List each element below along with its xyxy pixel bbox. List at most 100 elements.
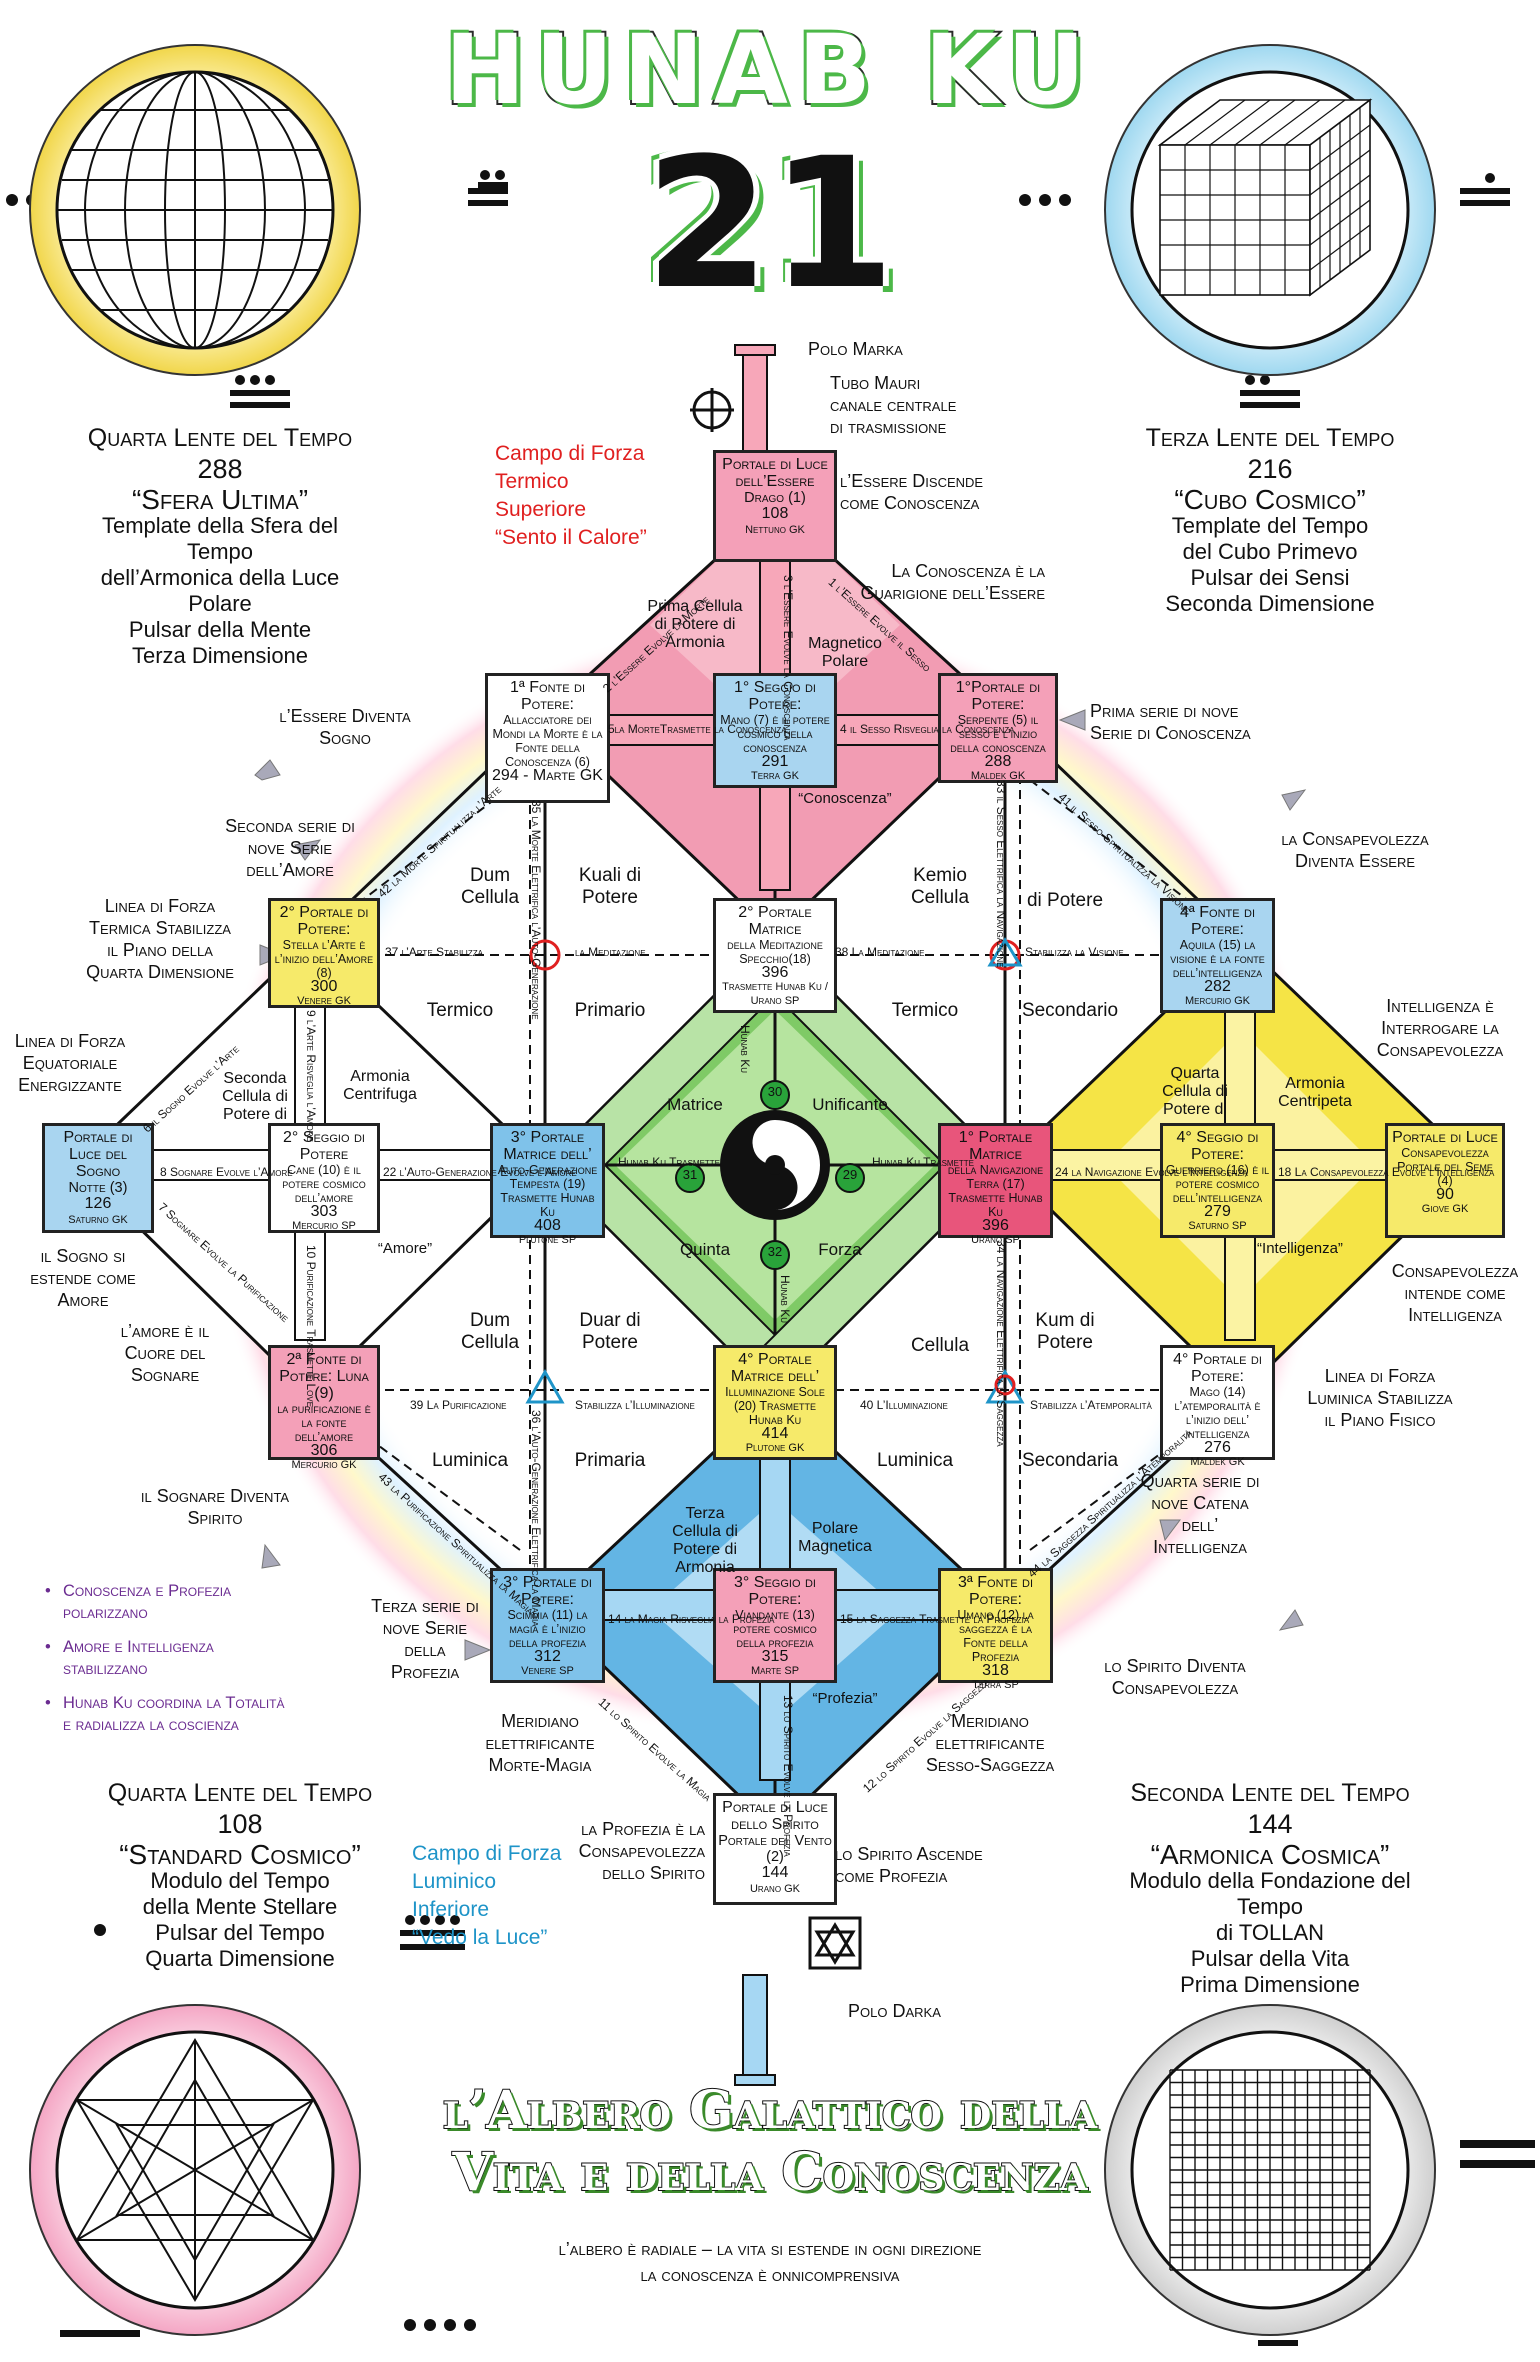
node-number: 144: [761, 1864, 789, 1881]
node-title: Portale di Luce dell’Essere: [722, 456, 828, 490]
quadrant-kemio: Kemio Cellula: [910, 865, 970, 908]
node-portale-matrice-4: 4° Portale Matrice dell’ Illuminazione S…: [713, 1345, 837, 1460]
lens-line: Modulo della Fondazione del Tempo: [1129, 1868, 1411, 1919]
lens-line: Template del Tempo: [1171, 513, 1369, 538]
note-linea-termica: Linea di Forza Termica Stabilizza il Pia…: [86, 896, 234, 982]
lens-number: 216: [1247, 454, 1293, 484]
node-title: 2° Portale di Potere:: [279, 904, 369, 938]
lens-caption: Seconda Lente del Tempo: [1130, 1779, 1410, 1807]
tree-subtitle: l’albero è radiale – la vita si estende …: [420, 2236, 1120, 2288]
edge-36: 36 l’Auto-Generazione Elettrifica la Mag…: [529, 1410, 543, 1627]
node-number: 288: [984, 753, 1012, 770]
node-planet: Nettuno GK: [745, 524, 805, 536]
node-body: Mano (7) è il potere cosmico della conos…: [720, 713, 830, 755]
node-title: 2° Portale Matrice: [738, 904, 812, 938]
node-title: 3° Portale Matrice dell’: [503, 1129, 592, 1163]
cell-label-armonia-p: Armonia Centripeta: [1278, 1075, 1352, 1110]
center-numbers: [675, 1080, 865, 1270]
node-title: 1°Portale di Potere:: [955, 679, 1041, 713]
lens-number: 108: [217, 1809, 263, 1839]
edge-33: 33 il Sesso Elettrifica la Navigazione: [994, 780, 1008, 968]
node-fonte-potere-3: 3ª Fonte di Potere: Umano (12) la saggez…: [938, 1568, 1053, 1691]
cell-label-magnetico: Magnetico Polare: [808, 635, 882, 670]
node-planet: Urano SP: [971, 1234, 1020, 1246]
quadrant-termico-2: Termico: [891, 1000, 959, 1021]
bullet-list: Conoscenza e Profezia polarizzano Amore …: [45, 1580, 285, 1748]
node-number: 279: [1204, 1203, 1231, 1220]
node-number: 318: [982, 1662, 1009, 1679]
node-body: Viandante (13) potere cosmico della prof…: [733, 1608, 817, 1650]
center-hk-right: Hunab Ku Trasmette: [872, 1155, 975, 1169]
quadrant-luminica-2: Luminica: [876, 1450, 954, 1471]
edge-35: 35 la Morte Elettrifica l’Auto-Generazio…: [529, 800, 543, 1020]
node-portale-potere-3: 3° Portale di Potere: Scimmia (11) la ma…: [490, 1568, 605, 1683]
lens-caption: Terza Lente del Tempo: [1145, 424, 1395, 452]
cell-label-armonia-c: Armonia Centrifuga: [343, 1068, 417, 1103]
node-seggio-potere-3: 3° Seggio di Potere: Viandante (13) pote…: [713, 1568, 837, 1683]
center-matrice: Matrice: [667, 1095, 723, 1114]
node-portale-luce-seme: Portale di Luce Consapevolezza Portale d…: [1385, 1123, 1505, 1238]
lens-bottom-right: Seconda Lente del Tempo 144 “Armonica Co…: [1100, 1780, 1440, 1998]
node-title: 1° Seggio di Potere:: [734, 679, 816, 713]
node-body: Aquila (15) la visione è la fonte dell’i…: [1170, 938, 1265, 980]
lens-caption: Quarta Lente del Tempo: [87, 424, 353, 452]
node-body: Portale del Vento (2): [718, 1833, 832, 1865]
cube-lens-icon: [1104, 44, 1436, 376]
lens-line: di TOLLAN: [1215, 1920, 1325, 1945]
lens-line: Pulsar della Vita: [1190, 1946, 1350, 1971]
dashed-40: 40 L’Illuminazione: [860, 1398, 948, 1412]
force-field-top: Campo di Forza Termico Superiore “Sento …: [495, 440, 695, 552]
lens-top-left: Quarta Lente del Tempo 288 “Sfera Ultima…: [70, 425, 370, 669]
tube-label-2: canale centrale: [830, 395, 957, 415]
lens-name: “Cubo Cosmico”: [1174, 484, 1366, 515]
quadrant-dum-1: Dum Cellula: [460, 865, 520, 908]
node-number: 408: [534, 1217, 561, 1234]
note-profezia-consapevolezza: la Profezia è la Consapevolezza dello Sp…: [578, 1819, 705, 1883]
lens-caption: Quarta Lente del Tempo: [107, 1779, 373, 1807]
dashed-atemporalita: Stabilizza l’Atemporalità: [1030, 1398, 1152, 1412]
node-portale-matrice-3: 3° Portale Matrice dell’ Auto-Generazion…: [490, 1123, 605, 1246]
node-body: della Navigazione Terra (17) Trasmette H…: [947, 1163, 1044, 1219]
center-number-30: 30: [767, 1084, 783, 1099]
node-number: 108: [761, 505, 789, 522]
polo-darka-label: Polo Darka: [848, 2001, 941, 2021]
lens-line: Seconda Dimensione: [1165, 591, 1375, 616]
edge-18: 18 La Consapevolezza Evolve l’Intelligen…: [1278, 1165, 1495, 1179]
bullet-item: Conoscenza e Profezia polarizzano: [45, 1580, 285, 1624]
center-number-29: 29: [842, 1167, 858, 1182]
node-title: 3° Portale di Potere:: [503, 1574, 592, 1608]
node-portale-luce-sogno: Portale di Luce del Sogno Notte (3) 126 …: [42, 1123, 154, 1233]
node-body: Allacciatore dei Mondi la Morte è la Fon…: [492, 713, 603, 769]
lens-line: Quarta Dimensione: [145, 1946, 335, 1971]
quadrant-kum: Kum di Potere: [1035, 1310, 1095, 1353]
subtitle-line: l’albero è radiale – la vita si estende …: [558, 2239, 982, 2259]
dashed-38: 38 La Meditazione: [835, 945, 925, 959]
tree-title: l’Albero Galattico della Vita e della Co…: [430, 2079, 1110, 2204]
lens-line: Pulsar del Tempo: [155, 1920, 325, 1945]
center-number-32: 32: [767, 1244, 783, 1259]
node-planet: Mercurio GK: [1184, 995, 1250, 1007]
cell-keyword-amore: “Amore”: [377, 1240, 433, 1257]
note-quarta-serie: Quarta serie di nove Catena dell’ Intell…: [1140, 1471, 1260, 1557]
node-body: Consapevolezza Portale del Seme (4): [1397, 1146, 1493, 1188]
node-planet: Urano GK: [749, 1883, 800, 1895]
node-portale-luce-essere: Portale di Luce dell’Essere Drago (1) 10…: [713, 450, 837, 562]
node-seggio-potere-4: 4° Seggio di Potere: Guerriero (16) è il…: [1160, 1123, 1275, 1238]
center-unificante: Unificante: [812, 1095, 888, 1114]
node-body: Stella l’Arte è l’inizio dell’Amore (8): [274, 938, 374, 980]
node-number: 276: [1204, 1439, 1231, 1456]
edge-13: 13 lo Spirito Evolve la Profezia: [781, 1695, 795, 1857]
node-number: 306: [310, 1442, 338, 1459]
node-portale-potere-1: 1°Portale di Potere: Serpente (5) il ses…: [938, 673, 1058, 783]
center-hk-top: Hunab Ku: [738, 1025, 752, 1074]
edge-8: 8 Sognare Evolve l’Amore: [160, 1165, 293, 1179]
quadrant-secondario-1: Secondario: [1021, 1000, 1119, 1021]
node-body: Umano (12) la saggezza è la Fonte della …: [957, 1608, 1034, 1664]
node-portale-matrice-1: 1° Portale Matrice della Navigazione Ter…: [938, 1123, 1053, 1246]
quadrant-dum-2: Dum Cellula: [460, 1310, 520, 1353]
note-amore-cuore: l’amore è il Cuore del Sognare: [120, 1321, 210, 1385]
node-number: 282: [1204, 978, 1231, 995]
dashed-meditazione: la Meditazione: [575, 945, 646, 959]
center-hk-bottom: Hunab Ku: [778, 1275, 792, 1324]
lens-line: Prima Dimensione: [1180, 1972, 1360, 1997]
